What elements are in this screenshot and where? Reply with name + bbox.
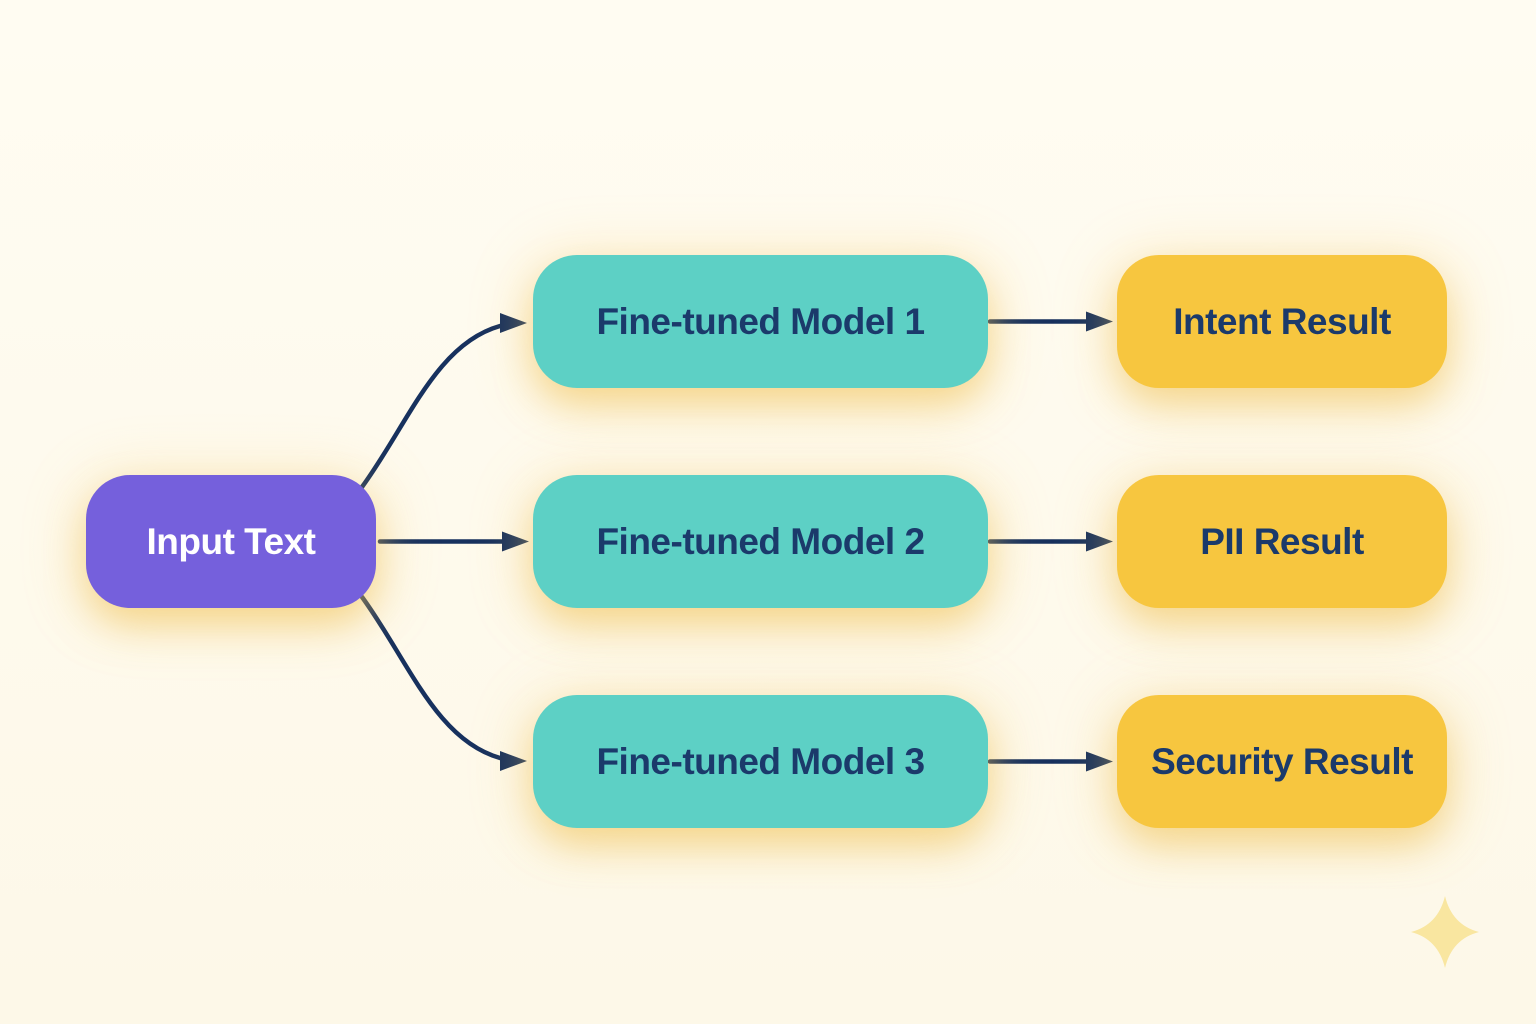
node-fine-tuned-model-1: Fine-tuned Model 1 — [533, 255, 988, 388]
edge-input-to-model1 — [359, 313, 527, 490]
node-fine-tuned-model-3-label: Fine-tuned Model 3 — [596, 740, 925, 782]
edge-input-to-model3 — [359, 594, 527, 771]
node-fine-tuned-model-3: Fine-tuned Model 3 — [533, 695, 988, 828]
edge-input-to-model2 — [377, 531, 529, 552]
node-security-result-label: Security Result — [1151, 740, 1413, 782]
node-input-text-label: Input Text — [146, 520, 316, 562]
node-security-result: Security Result — [1117, 695, 1447, 828]
node-fine-tuned-model-2-label: Fine-tuned Model 2 — [596, 520, 925, 562]
node-intent-result: Intent Result — [1117, 255, 1447, 388]
node-intent-result-label: Intent Result — [1173, 300, 1391, 342]
node-fine-tuned-model-2: Fine-tuned Model 2 — [533, 475, 988, 608]
node-input-text: Input Text — [86, 475, 376, 608]
edge-model3-to-result3 — [987, 751, 1113, 772]
node-fine-tuned-model-1-label: Fine-tuned Model 1 — [596, 300, 925, 342]
node-pii-result: PII Result — [1117, 475, 1447, 608]
node-pii-result-label: PII Result — [1200, 520, 1364, 562]
edge-model1-to-result1 — [987, 311, 1113, 332]
edge-model2-to-result2 — [987, 531, 1113, 552]
